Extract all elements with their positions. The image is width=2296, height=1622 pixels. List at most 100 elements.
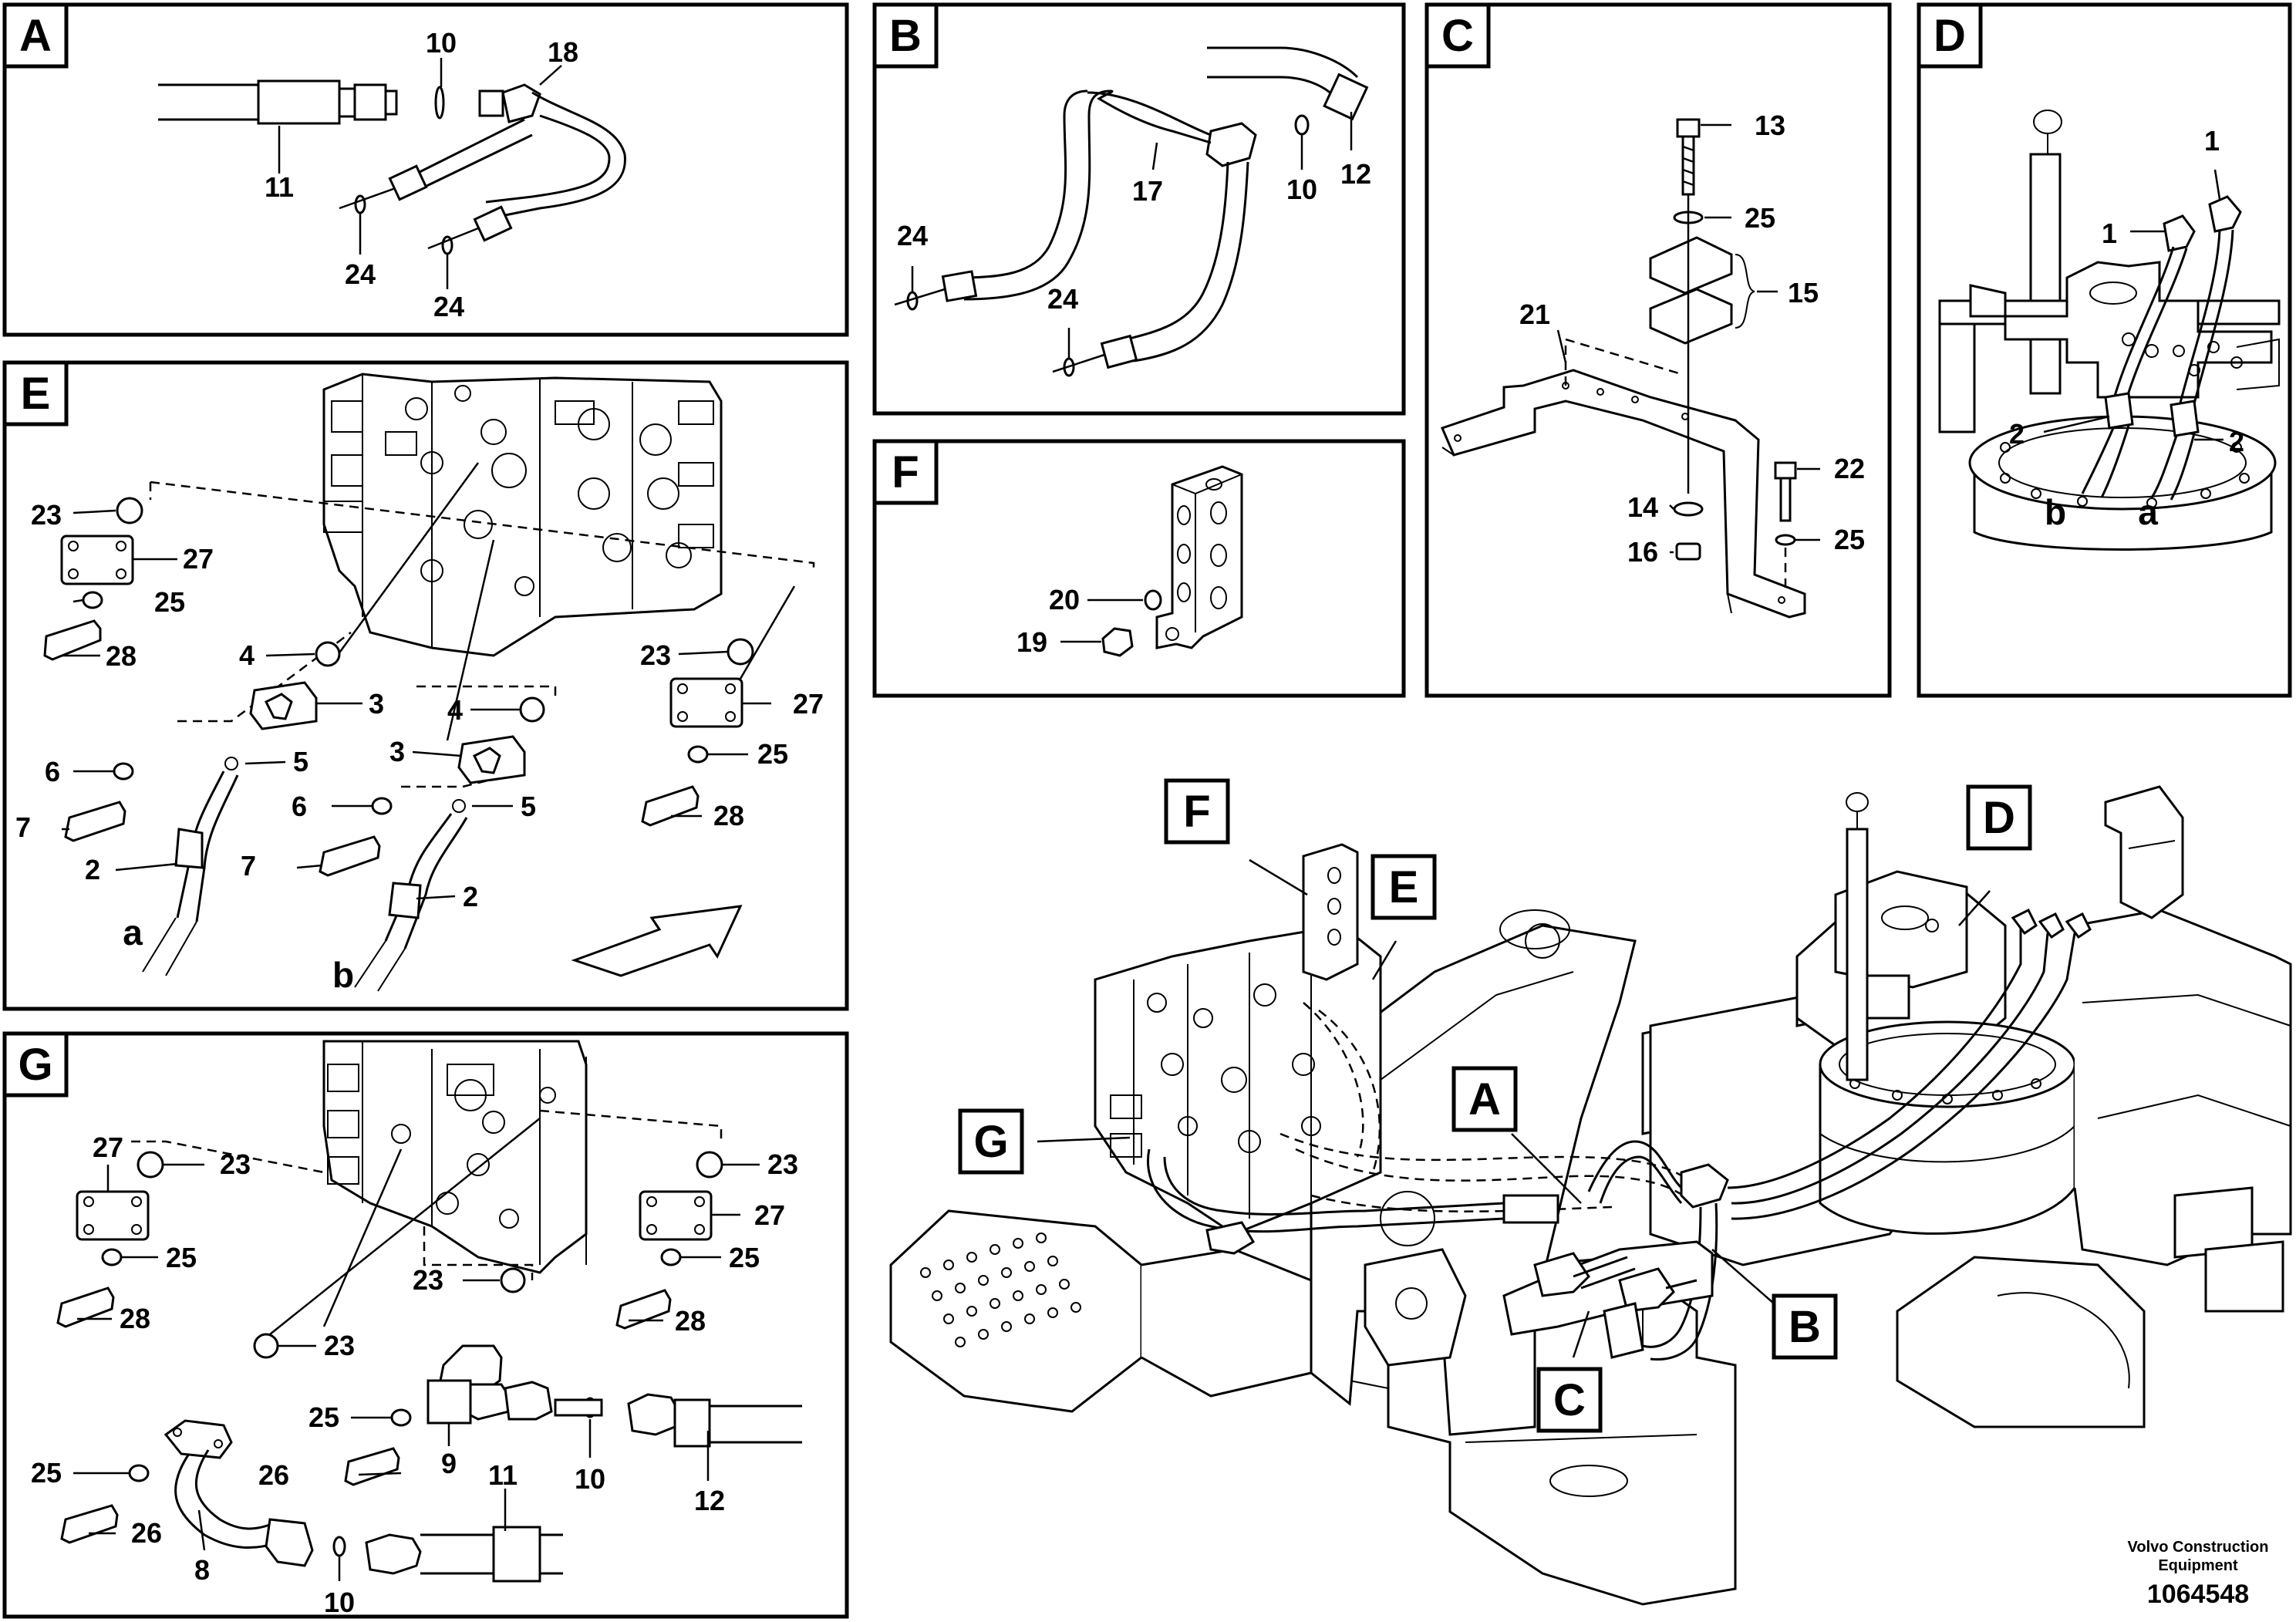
label-e-25-left: 25	[154, 586, 185, 618]
callout-c: C	[1536, 1367, 1603, 1433]
panel-f-drawing	[1060, 465, 1243, 657]
svg-text:C: C	[1553, 1375, 1586, 1425]
svg-text:B: B	[1789, 1302, 1821, 1352]
panel-c-frame	[1424, 2, 1892, 698]
svg-text:C: C	[1441, 11, 1474, 61]
svg-text:G: G	[973, 1117, 1008, 1167]
label-e-5-left: 5	[293, 746, 308, 777]
label-g-28-right: 28	[675, 1305, 706, 1337]
panel-tag-d: D	[1917, 2, 1983, 69]
label-g-8: 8	[194, 1554, 210, 1586]
label-g-10-lower: 10	[324, 1587, 355, 1618]
label-d-1-left: 1	[2102, 218, 2117, 249]
panel-tag-e: E	[2, 360, 69, 427]
label-e-7-mid: 7	[241, 850, 256, 882]
label-g-9: 9	[441, 1448, 457, 1479]
label-a-10: 10	[426, 27, 457, 59]
label-a-24-right: 24	[433, 291, 464, 322]
panel-d-drawing	[1938, 110, 2281, 551]
label-e-7-left: 7	[15, 811, 31, 843]
label-g-26-lower: 26	[131, 1517, 162, 1549]
label-c-15: 15	[1788, 277, 1819, 309]
label-e-5-mid: 5	[521, 791, 536, 822]
label-d-1-right: 1	[2204, 125, 2220, 157]
label-e-23-right: 23	[640, 639, 671, 671]
brand-line-1: Volvo Construction	[2128, 1539, 2269, 1556]
label-g-23-left: 23	[220, 1148, 251, 1180]
label-e-3-left: 3	[369, 688, 384, 720]
port-d-a: a	[2138, 492, 2158, 532]
label-c-14: 14	[1627, 491, 1658, 523]
svg-text:B: B	[889, 11, 922, 61]
label-f-20: 20	[1049, 584, 1080, 615]
label-e-27-left: 27	[183, 543, 214, 575]
label-g-12: 12	[694, 1485, 725, 1516]
panel-a-drawing	[158, 58, 626, 289]
label-e-25-right: 25	[757, 738, 788, 770]
label-e-4-mid: 4	[447, 694, 463, 726]
label-c-22: 22	[1834, 453, 1865, 484]
label-e-6-left: 6	[45, 756, 60, 787]
label-g-27-right: 27	[754, 1199, 785, 1231]
port-e-a: a	[123, 912, 143, 953]
callout-b: B	[1772, 1293, 1838, 1360]
label-a-24-left: 24	[345, 258, 376, 290]
label-c-16: 16	[1627, 536, 1658, 568]
panel-tag-c: C	[1424, 2, 1491, 69]
panel-c-drawing	[1440, 118, 1820, 619]
label-e-3-mid: 3	[389, 736, 405, 767]
document-number: 1064548	[2147, 1580, 2249, 1609]
label-d-2-left: 2	[2009, 418, 2025, 450]
svg-text:F: F	[892, 447, 919, 497]
label-e-23-left: 23	[31, 499, 62, 531]
label-g-23-center: 23	[324, 1330, 355, 1361]
label-g-28-left: 28	[120, 1303, 150, 1334]
label-c-13: 13	[1755, 110, 1785, 141]
label-b-10: 10	[1286, 174, 1317, 205]
label-b-17: 17	[1132, 175, 1163, 207]
label-g-10-upper: 10	[575, 1463, 605, 1495]
label-a-18: 18	[548, 36, 578, 68]
label-e-6-mid: 6	[292, 791, 307, 822]
label-g-27-left: 27	[93, 1131, 123, 1163]
label-e-28-right: 28	[713, 800, 744, 831]
label-b-24-left: 24	[897, 220, 928, 251]
panel-b-frame	[872, 2, 1406, 416]
label-g-25-right: 25	[729, 1242, 760, 1273]
label-c-21: 21	[1519, 298, 1550, 330]
label-d-2-right: 2	[2229, 426, 2244, 457]
panel-tag-g: G	[2, 1031, 69, 1098]
label-e-2-mid: 2	[463, 881, 478, 912]
panel-tag-a: A	[2, 2, 69, 69]
label-e-27-right: 27	[793, 688, 824, 720]
label-g-23-right: 23	[767, 1148, 798, 1180]
label-e-2-left: 2	[85, 854, 100, 885]
label-g-11-upper: 11	[488, 1459, 518, 1491]
label-e-4-left: 4	[239, 639, 255, 671]
callout-e: E	[1371, 854, 1437, 920]
panel-b-drawing	[894, 46, 1369, 377]
panel-f-frame	[872, 439, 1406, 698]
svg-text:G: G	[18, 1040, 52, 1090]
panel-g-drawing	[56, 1040, 802, 1583]
port-d-b: b	[2045, 492, 2066, 532]
label-e-28-left: 28	[106, 640, 137, 672]
panel-tag-f: F	[872, 439, 939, 505]
step-plate	[920, 1233, 1081, 1347]
svg-text:E: E	[1389, 862, 1419, 912]
svg-text:A: A	[19, 11, 52, 61]
port-e-b: b	[332, 955, 354, 995]
svg-text:A: A	[1468, 1074, 1501, 1125]
label-a-11: 11	[265, 171, 294, 203]
label-b-24-right: 24	[1047, 283, 1078, 315]
label-g-25-mid: 25	[308, 1401, 339, 1433]
svg-text:D: D	[1983, 793, 2015, 843]
label-g-23-mid: 23	[413, 1264, 443, 1296]
label-c-25-bottom: 25	[1834, 524, 1865, 555]
brand-line-2: Equipment	[2158, 1557, 2238, 1574]
label-b-12: 12	[1340, 158, 1371, 190]
callout-f: F	[1164, 778, 1230, 845]
overview-drawing	[889, 785, 2292, 1606]
callout-a: A	[1451, 1066, 1518, 1132]
